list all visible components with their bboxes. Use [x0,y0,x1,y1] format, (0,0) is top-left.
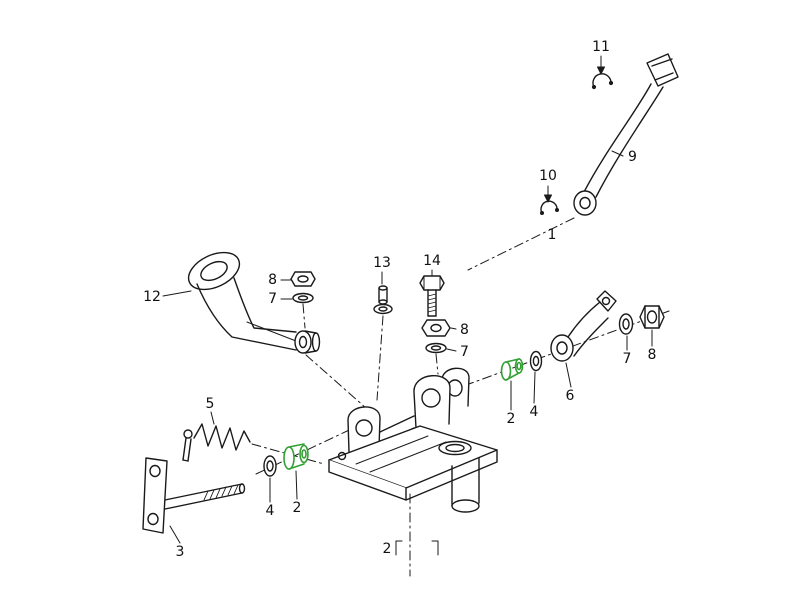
callout-7-left[interactable]: 7 [268,291,277,307]
part-spring [182,423,251,462]
part-washer-mid [425,342,447,354]
diagram-artwork [142,53,679,577]
callout-2-left[interactable]: 2 [293,500,302,516]
part-washer-left [263,455,277,477]
part-circlip-upper [591,73,614,90]
part-shift-lever [550,290,617,362]
callout-5[interactable]: 5 [206,396,215,412]
callout-2-bottom[interactable]: 2 [383,541,392,557]
part-stud-washer [373,285,393,315]
callout-labels: 11 9 10 1 12 8 7 13 14 8 7 2 4 6 7 8 5 3… [143,39,656,560]
callout-12[interactable]: 12 [143,289,161,305]
callout-3[interactable]: 3 [176,544,185,560]
part-bushing-left-highlighted[interactable] [283,443,309,470]
part-washer-far-right [618,313,634,335]
callout-7-right[interactable]: 7 [623,351,632,367]
part-selector-link [142,457,246,534]
part-nut-mid [421,319,451,337]
part-bushing-right-highlighted[interactable] [500,358,524,381]
leader-lines [162,55,653,556]
callout-1[interactable]: 1 [548,227,557,243]
part-circlip-lower [540,200,560,215]
part-housing [328,367,498,513]
callout-9[interactable]: 9 [628,149,637,165]
part-shift-rod [573,53,679,216]
part-hex-bolt [419,275,445,317]
part-washer-left-upper [292,292,314,304]
callout-13[interactable]: 13 [373,255,391,271]
callout-7-mid[interactable]: 7 [460,344,469,360]
callout-8-mid[interactable]: 8 [460,322,469,338]
callout-10[interactable]: 10 [539,168,557,184]
callout-6[interactable]: 6 [566,388,575,404]
callout-8-right[interactable]: 8 [648,347,657,363]
callout-14[interactable]: 14 [423,253,441,269]
part-washer-right [529,350,543,372]
callout-2-right[interactable]: 2 [507,411,516,427]
callout-11[interactable]: 11 [592,39,610,55]
part-nut-far-right [639,305,665,329]
part-nut-left [290,271,316,287]
callout-4-left[interactable]: 4 [266,503,275,519]
callout-8-left[interactable]: 8 [268,272,277,288]
part-bracket [187,251,321,354]
callout-4-right[interactable]: 4 [530,404,539,420]
